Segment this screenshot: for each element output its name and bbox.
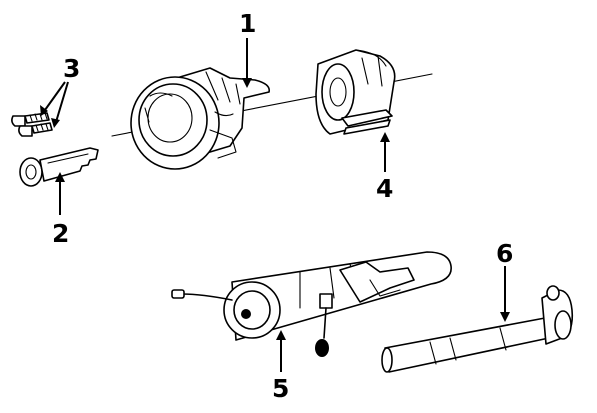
column-housing-part <box>171 251 452 357</box>
callout-5: 5 <box>272 374 289 403</box>
leader-arrows <box>40 38 510 372</box>
callout-2: 2 <box>52 219 69 248</box>
steering-shaft-part <box>381 285 574 373</box>
callout-4: 4 <box>376 174 393 203</box>
switch-actuator-part <box>315 49 396 135</box>
key-part <box>19 147 99 187</box>
lock-housing-part <box>130 67 271 170</box>
callout-3: 3 <box>63 54 80 83</box>
screws-part <box>11 112 53 137</box>
callout-6: 6 <box>496 239 513 268</box>
callout-1: 1 <box>239 9 256 38</box>
